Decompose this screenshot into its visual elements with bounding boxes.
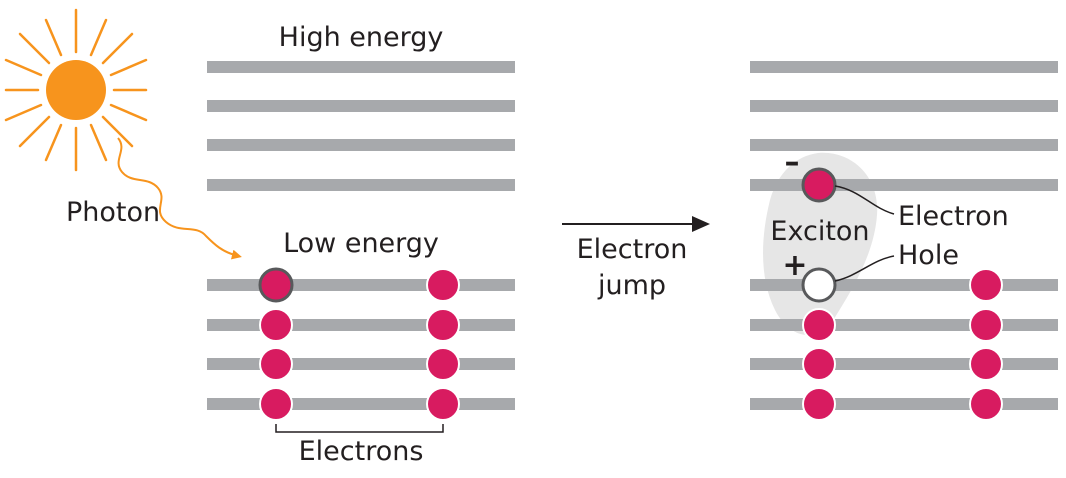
- energy-level-low-2: [750, 319, 1058, 331]
- high-energy-label: High energy: [279, 22, 444, 53]
- electrons-label: Electrons: [299, 436, 424, 467]
- hole: [801, 267, 837, 303]
- excited-electron: [801, 167, 837, 203]
- exciton-label: Exciton: [770, 216, 869, 247]
- energy-level-high-3: [207, 139, 515, 151]
- hole-label: Hole: [898, 240, 959, 271]
- energy-level-low-4: [750, 398, 1058, 410]
- electron: [969, 308, 1003, 342]
- energy-level-low-4: [207, 398, 515, 410]
- electron: [259, 308, 293, 342]
- right-panel: – + Exciton Electron Hole: [750, 61, 1058, 421]
- photon-label: Photon: [66, 197, 160, 228]
- energy-level-low-2: [207, 319, 515, 331]
- photon-wave-icon: [117, 137, 242, 260]
- electron-leader-line: [834, 185, 895, 215]
- energy-level-high-1: [207, 61, 515, 73]
- electron: [969, 387, 1003, 421]
- energy-level-high-3: [750, 139, 1058, 151]
- electrons-bracket: [275, 424, 444, 433]
- energy-level-high-2: [207, 100, 515, 112]
- electron: [426, 387, 460, 421]
- electron: [969, 347, 1003, 381]
- electron: [802, 308, 836, 342]
- electron: [969, 268, 1003, 302]
- electron-jump-label-line2: jump: [597, 270, 666, 301]
- electron-excited-outlined: [258, 267, 294, 303]
- electron: [802, 387, 836, 421]
- electron: [259, 387, 293, 421]
- electron: [426, 268, 460, 302]
- electron: [426, 308, 460, 342]
- left-panel: High energy Low energy Electrons: [207, 22, 515, 467]
- energy-level-high-4: [750, 179, 1058, 191]
- energy-level-low-1: [207, 279, 515, 291]
- electron: [426, 347, 460, 381]
- energy-level-high-4: [207, 179, 515, 191]
- energy-level-high-2: [750, 100, 1058, 112]
- energy-level-high-1: [750, 61, 1058, 73]
- arrow-right-icon: [562, 216, 710, 232]
- electron-jump-label-line1: Electron: [577, 234, 688, 265]
- energy-level-low-3: [750, 358, 1058, 370]
- low-energy-label: Low energy: [283, 228, 439, 259]
- electron: [802, 347, 836, 381]
- plus-sign: +: [782, 248, 807, 283]
- energy-level-low-3: [207, 358, 515, 370]
- hole-leader-line: [834, 255, 895, 282]
- sun-icon: [4, 8, 148, 172]
- minus-sign: –: [785, 145, 800, 180]
- electron: [259, 347, 293, 381]
- electron-label: Electron: [898, 201, 1009, 232]
